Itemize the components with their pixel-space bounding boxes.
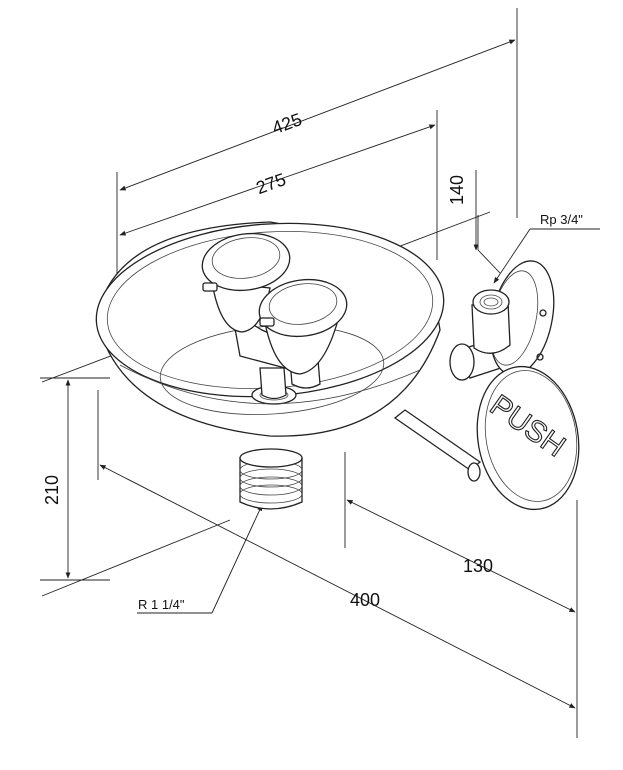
outlet-pipe — [239, 448, 303, 510]
spray-heads — [201, 232, 348, 400]
outlet-thread-callout: R 1 1/4" — [138, 597, 185, 612]
dim-width-bowl: 275 — [253, 169, 288, 198]
dim-height: 210 — [42, 475, 62, 505]
dim-projection: 130 — [463, 556, 493, 576]
dim-depth: 140 — [447, 175, 467, 205]
inlet-thread-callout: Rp 3/4" — [540, 212, 583, 227]
paddle-arm — [393, 409, 482, 482]
wall-bracket — [449, 260, 555, 381]
callout-leaders — [137, 228, 600, 614]
push-paddle: PUSH — [476, 365, 580, 511]
dim-width-overall: 425 — [269, 109, 304, 138]
dim-diameter: 400 — [350, 590, 380, 610]
